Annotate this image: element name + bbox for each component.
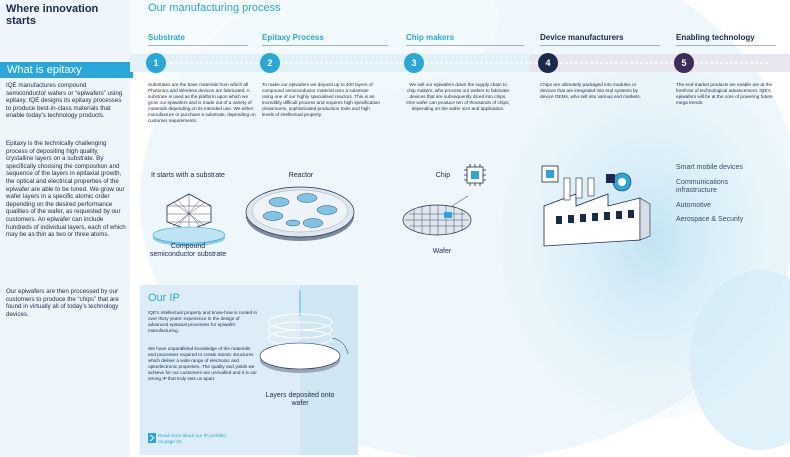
- stage-3-description: We sell our epiwafers down the supply ch…: [406, 82, 510, 111]
- stage-1-number: 1: [146, 53, 166, 73]
- chips-paragraph: Our epiwafers are then processed by our …: [6, 288, 119, 318]
- stage-2-rule: [262, 45, 388, 46]
- section-title: Where innovation starts: [6, 3, 99, 27]
- stage-2-label: Epitaxy Process: [262, 33, 324, 42]
- wafer-grid-icon: [402, 195, 472, 236]
- stage-4-number: 4: [538, 53, 558, 73]
- stage-4-label: Device manufacturers: [540, 33, 624, 42]
- reactor-label: Reactor: [288, 172, 314, 179]
- stage-1-rule: [148, 45, 248, 46]
- stage-2-description: To make our epiwafers we deposit up to 4…: [262, 82, 380, 117]
- chip-label: Chip: [435, 172, 451, 179]
- starts-with-label: It starts with a substrate: [151, 172, 225, 179]
- layered-wafer-icon: [259, 290, 349, 373]
- read-more-link[interactable]: Read more about our IP portfolio on page…: [158, 433, 258, 444]
- link-arrow-icon[interactable]: [148, 433, 156, 443]
- stage-1-label: Substrate: [148, 33, 185, 42]
- epitaxy-paragraph: Epitaxy is the technically challenging p…: [6, 140, 126, 239]
- read-more-text[interactable]: Read more about our IP portfolio: [158, 433, 226, 438]
- what-is-epitaxy-heading: What is epitaxy: [7, 64, 82, 76]
- wafer-label: Wafer: [432, 248, 452, 255]
- end-market-2: Communications infrastructure: [676, 179, 729, 194]
- stage-5-rule: [676, 45, 776, 46]
- chip-icon: [464, 164, 486, 186]
- our-ip-paragraph-1: IQE’s intellectual property and know-how…: [148, 310, 258, 333]
- stage-1-description: Substrates are the base materials from w…: [148, 82, 256, 123]
- substrate-wafer-icon: [152, 226, 226, 246]
- stage-3-number: 3: [404, 53, 424, 73]
- layers-deposited-label: Layers deposited onto wafer: [265, 392, 335, 407]
- end-market-1: Smart mobile devices: [676, 164, 743, 171]
- read-more-page: on page 31: [158, 438, 182, 444]
- stage-2-number: 2: [260, 53, 280, 73]
- stage-4-rule: [540, 45, 660, 46]
- intro-paragraph: IQE manufactures compound semiconductor …: [6, 82, 123, 120]
- our-ip-paragraph-2: We have unparalleled knowledge of the ma…: [148, 346, 257, 381]
- stage-3-label: Chip makers: [406, 33, 455, 42]
- stage-5-number: 5: [674, 53, 694, 73]
- factory-icon: [541, 165, 651, 247]
- what-is-epitaxy-bar: [0, 62, 133, 78]
- stage-5-label: Enabling technology: [676, 33, 755, 42]
- our-ip-heading: Our IP: [148, 292, 180, 304]
- stage-4-description: Chips are ultimately packaged into modul…: [540, 82, 642, 99]
- end-market-3: Automotive: [676, 202, 712, 209]
- stage-3-rule: [406, 45, 524, 46]
- end-market-4: Aerospace & Security: [676, 216, 744, 223]
- stage-5-description: The end-market products we enable are at…: [676, 82, 773, 105]
- process-flow-band: [130, 54, 790, 72]
- compound-substrate-label: Compound semiconductor substrate: [149, 243, 227, 258]
- process-title: Our manufacturing process: [148, 2, 281, 14]
- reactor-icon: [245, 186, 355, 241]
